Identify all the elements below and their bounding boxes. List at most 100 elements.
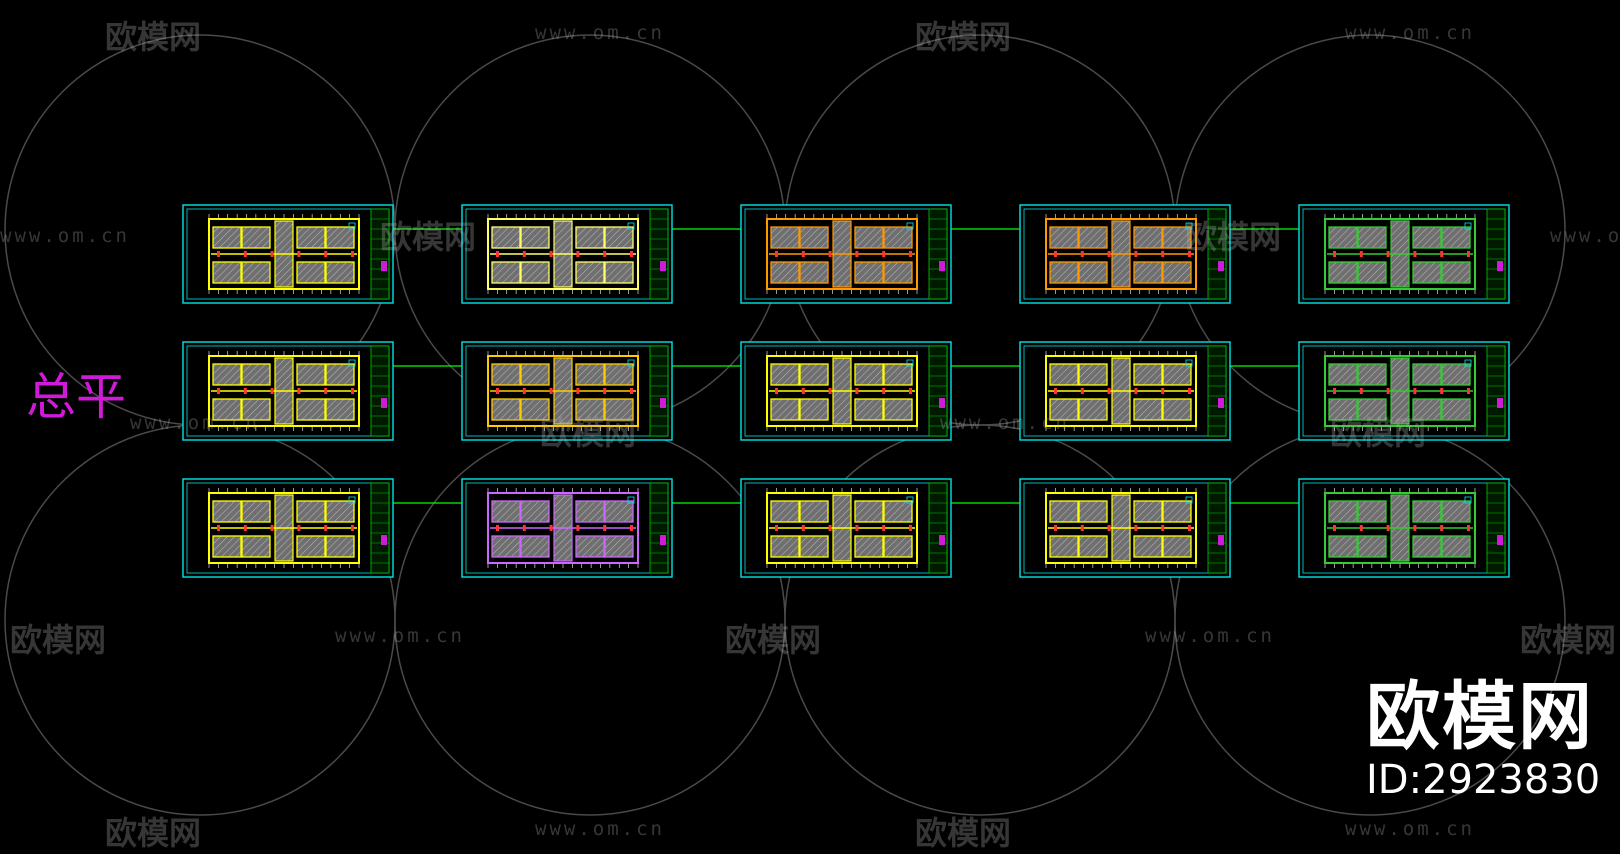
detail-mark	[348, 359, 356, 367]
detail-mark	[576, 525, 580, 531]
room-block	[1133, 226, 1163, 249]
drawing-sheet[interactable]	[740, 478, 952, 578]
detail-mark	[297, 251, 301, 257]
room-block	[1049, 535, 1079, 558]
room-block	[296, 261, 326, 284]
room-block	[770, 261, 800, 284]
detail-mark	[522, 525, 526, 531]
title-block-stamp	[939, 398, 945, 408]
title-block-stamp	[1218, 261, 1224, 271]
room-block	[1441, 535, 1471, 558]
room-block	[241, 500, 271, 523]
plan-outline	[1045, 355, 1197, 427]
room-block	[1162, 261, 1192, 284]
detail-mark	[324, 525, 328, 531]
detail-mark	[243, 525, 247, 531]
detail-mark	[1467, 525, 1470, 531]
detail-mark	[351, 251, 354, 257]
detail-mark	[1359, 388, 1363, 394]
detail-mark	[603, 525, 607, 531]
detail-mark	[801, 525, 805, 531]
room-block	[883, 398, 913, 421]
detail-mark	[1413, 525, 1417, 531]
room-block	[1412, 363, 1442, 386]
drawing-sheet[interactable]	[182, 204, 394, 304]
detail-mark	[882, 251, 886, 257]
drawing-sheet[interactable]	[740, 341, 952, 441]
detail-mark	[1333, 388, 1336, 394]
room-block	[604, 500, 634, 523]
watermark-logo: 欧模网	[105, 18, 202, 56]
detail-mark	[549, 251, 553, 257]
drawing-sheet[interactable]	[1019, 478, 1231, 578]
room-block	[883, 500, 913, 523]
room-block	[1049, 500, 1079, 523]
watermark-logo: 欧模网	[10, 621, 107, 659]
room-block	[1357, 500, 1387, 523]
detail-mark	[297, 525, 301, 531]
detail-mark	[828, 388, 832, 394]
drawing-sheet[interactable]	[1298, 478, 1510, 578]
room-block	[604, 226, 634, 249]
drawing-sheet[interactable]	[1019, 341, 1231, 441]
room-block	[799, 261, 829, 284]
drawing-sheet[interactable]	[461, 341, 673, 441]
room-block	[241, 261, 271, 284]
detail-mark	[576, 388, 580, 394]
room-block	[1328, 535, 1358, 558]
room-block	[1412, 226, 1442, 249]
detail-mark	[1386, 388, 1390, 394]
drawing-sheet[interactable]	[461, 478, 673, 578]
room-block	[520, 226, 550, 249]
room-block	[799, 535, 829, 558]
room-block	[1162, 226, 1192, 249]
room-block	[604, 535, 634, 558]
drawing-sheet[interactable]	[182, 341, 394, 441]
room-block	[770, 500, 800, 523]
brand-logo-text: 欧模网	[1366, 674, 1594, 760]
drawing-sheet[interactable]	[1019, 204, 1231, 304]
room-block	[520, 500, 550, 523]
title-block-stamp	[1497, 398, 1503, 408]
room-block	[1412, 535, 1442, 558]
drawing-sheet[interactable]	[182, 478, 394, 578]
room-block	[575, 261, 605, 284]
watermark-logo: 欧模网	[1520, 621, 1617, 659]
drawing-sheet[interactable]	[1298, 341, 1510, 441]
detail-mark	[549, 388, 553, 394]
sheet-connectors	[393, 228, 1299, 504]
detail-mark	[855, 525, 859, 531]
detail-mark	[1185, 359, 1193, 367]
watermark-url: www.om.cn	[535, 22, 665, 44]
detail-mark	[1333, 525, 1336, 531]
plan-outline	[208, 355, 360, 427]
room-block	[325, 261, 355, 284]
detail-mark	[882, 388, 886, 394]
room-block	[520, 261, 550, 284]
detail-mark	[496, 388, 499, 394]
room-block	[325, 226, 355, 249]
drawing-sheet[interactable]	[740, 204, 952, 304]
room-block	[883, 261, 913, 284]
brand-block: 欧模网 ID:2923830	[1366, 680, 1600, 800]
detail-mark	[576, 251, 580, 257]
room-block	[1412, 398, 1442, 421]
watermark-logo: 欧模网	[540, 414, 637, 452]
detail-mark	[1467, 388, 1470, 394]
detail-mark	[1467, 251, 1470, 257]
drawing-sheet[interactable]	[461, 204, 673, 304]
detail-mark	[217, 251, 220, 257]
room-block	[854, 363, 884, 386]
plan-outline	[208, 492, 360, 564]
room-block	[1078, 535, 1108, 558]
room-block	[1357, 226, 1387, 249]
room-block	[325, 363, 355, 386]
room-block	[1328, 500, 1358, 523]
room-block	[883, 535, 913, 558]
drawing-sheet[interactable]	[1298, 204, 1510, 304]
room-block	[296, 226, 326, 249]
room-block	[883, 363, 913, 386]
watermark-logo: 欧模网	[380, 218, 477, 256]
detail-mark	[909, 251, 912, 257]
